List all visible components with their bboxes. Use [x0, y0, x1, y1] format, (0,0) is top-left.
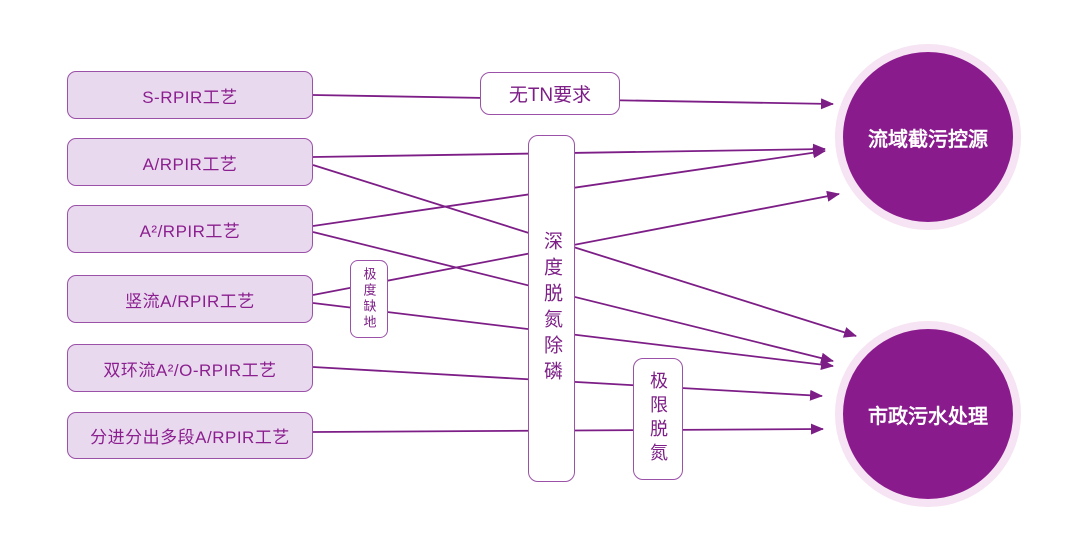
target-circle-bottom-label: 市政污水处理 [868, 405, 988, 428]
process-box-vertical-a-rpir: 竖流A/RPIR工艺 [67, 275, 313, 323]
target-circle-watershed-pollution-control: 流域截污控源 [835, 44, 1021, 230]
process-box-label: A/RPIR工艺 [142, 154, 238, 174]
condition-label-text: 极度缺地 [361, 267, 377, 331]
condition-label-text: 极限脱氮 [648, 371, 668, 467]
process-box-label: 竖流A/RPIR工艺 [125, 291, 255, 311]
process-box-label: S-RPIR工艺 [142, 87, 238, 107]
process-box-a-rpir: A/RPIR工艺 [67, 138, 313, 186]
process-box-label: A²/RPIR工艺 [139, 221, 241, 241]
condition-label-text: 无TN要求 [508, 85, 592, 106]
target-circle-municipal-wastewater-treatment: 市政污水处理 [835, 321, 1021, 507]
condition-label-text: 深度脱氮除磷 [541, 230, 562, 387]
arrow-vertical-a-rpir-to-watershed [312, 190, 840, 296]
process-box-label: 双环流A²/O-RPIR工艺 [103, 360, 277, 380]
process-box-s-rpir: S-RPIR工艺 [67, 71, 313, 119]
process-box-label: 分进分出多段A/RPIR工艺 [90, 428, 290, 447]
arrow-a-rpir-to-municipal [312, 164, 857, 338]
process-box-double-loop-a2o-rpir: 双环流A²/O-RPIR工艺 [67, 344, 313, 392]
condition-label-deep-n-p-removal: 深度脱氮除磷 [528, 135, 575, 482]
condition-label-no-tn-requirement: 无TN要求 [480, 72, 620, 115]
process-box-a2-rpir: A²/RPIR工艺 [67, 205, 313, 253]
process-box-multi-stage-a-rpir: 分进分出多段A/RPIR工艺 [67, 412, 313, 459]
condition-label-extreme-denitrification: 极限脱氮 [633, 358, 683, 480]
condition-label-extreme-land-shortage: 极度缺地 [350, 260, 388, 338]
target-circle-top-label: 流域截污控源 [868, 128, 988, 151]
